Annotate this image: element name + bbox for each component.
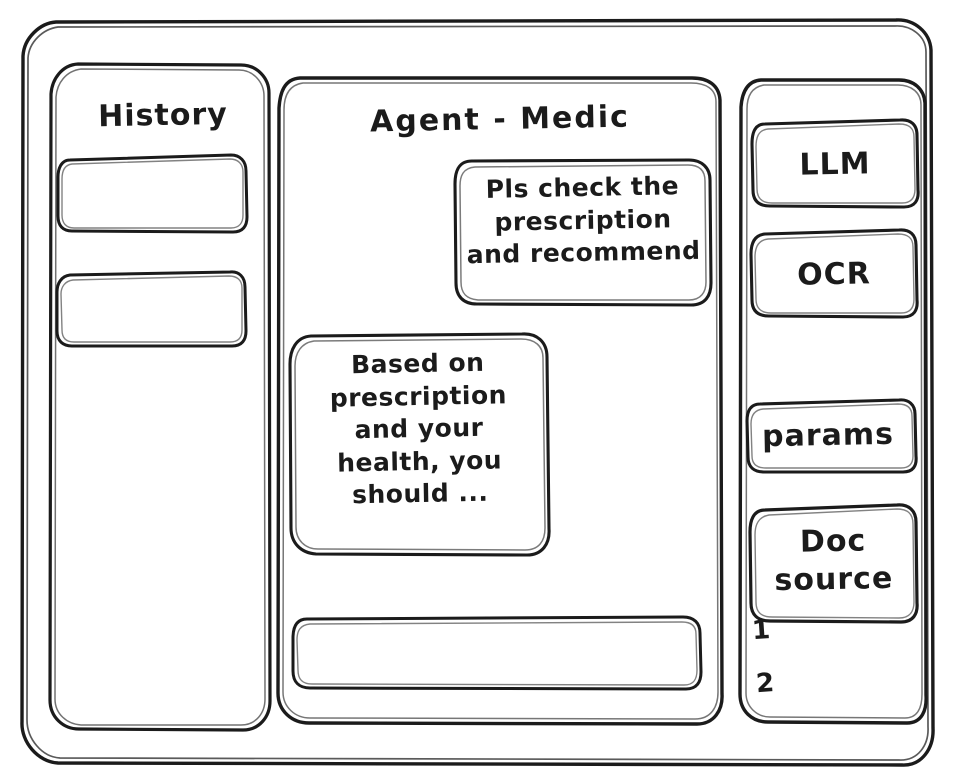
llm-button-outline: [750, 118, 920, 209]
history-item-1[interactable]: [58, 155, 248, 232]
doc-source-button[interactable]: [750, 505, 917, 622]
chat-panel-outline: [276, 76, 724, 726]
assistant-message-bubble[interactable]: [290, 334, 549, 555]
history-panel-outline: [48, 62, 272, 732]
composer-outline: [291, 615, 703, 691]
history-item-1-outline: [56, 153, 249, 234]
history-item-2[interactable]: [57, 272, 247, 346]
params-button[interactable]: [747, 400, 916, 472]
history-item-2-outline: [55, 270, 248, 348]
user-message-outline: [453, 158, 713, 307]
ocr-button[interactable]: [751, 230, 917, 317]
ocr-button-outline: [749, 228, 919, 319]
llm-button[interactable]: [752, 120, 918, 207]
params-button-outline: [745, 398, 918, 474]
composer-input[interactable]: [293, 617, 701, 689]
doc-source-button-outline: [748, 503, 919, 624]
window-frame-outline: [20, 18, 935, 767]
user-message-bubble[interactable]: [455, 160, 711, 305]
tools-panel-outline: [738, 78, 928, 725]
assistant-message-outline: [288, 332, 551, 557]
